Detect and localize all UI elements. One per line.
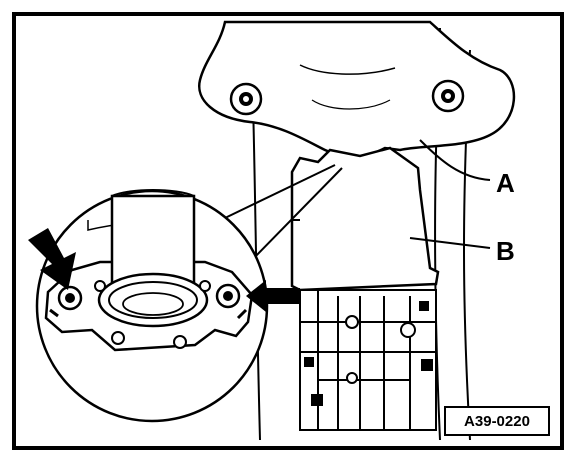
flange-bolt-right bbox=[215, 283, 241, 309]
leader-lines bbox=[224, 139, 491, 263]
callout-label-b: B bbox=[496, 236, 515, 266]
arrow-left-icon bbox=[28, 228, 76, 290]
bracket-a bbox=[197, 20, 516, 158]
flange-bolt-left bbox=[57, 285, 83, 311]
arrow-right-icon bbox=[246, 280, 300, 312]
callout-label-a: A bbox=[496, 168, 515, 198]
lower-mechanism bbox=[299, 289, 437, 431]
bolt-left bbox=[229, 82, 263, 116]
bolt-right bbox=[431, 79, 465, 113]
detail-magnifier bbox=[35, 189, 269, 423]
block-b bbox=[290, 146, 440, 292]
figure-reference-tag: A39-0220 bbox=[444, 406, 550, 436]
figure-frame bbox=[12, 12, 564, 450]
